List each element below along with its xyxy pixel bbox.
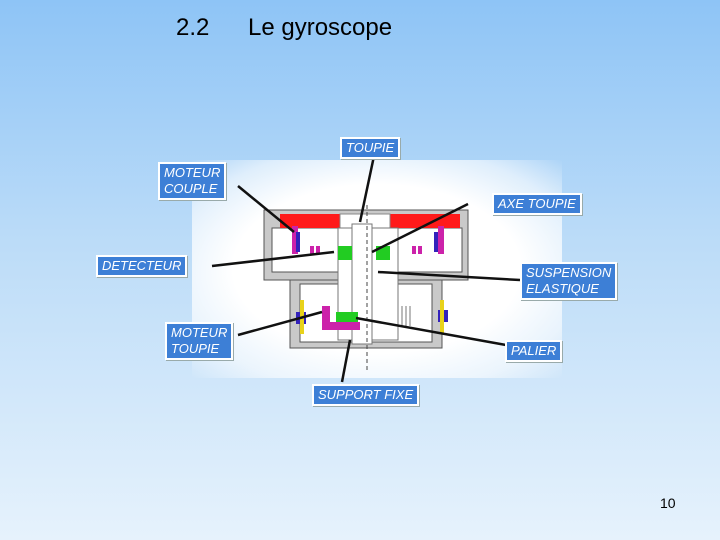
green-part-top-left: [338, 246, 352, 260]
magenta-motor-bottom: [322, 306, 360, 330]
magenta-motor-left: [292, 226, 298, 254]
blue-part-right: [434, 232, 438, 252]
label-moteur-toupie: MOTEUR TOUPIE: [165, 322, 234, 360]
label-suspension-elastique: SUSPENSION ELASTIQUE: [520, 262, 618, 300]
label-toupie: TOUPIE: [340, 137, 401, 159]
label-palier: PALIER: [505, 340, 563, 362]
label-support-fixe: SUPPORT FIXE: [312, 384, 420, 406]
pointer-arrows: [211, 155, 521, 383]
blue-part-left: [296, 232, 300, 252]
label-moteur-couple: MOTEUR COUPLE: [158, 162, 227, 200]
detector-pins: [310, 246, 422, 254]
label-axe-toupie: AXE TOUPIE: [492, 193, 582, 215]
yellow-part-right: [440, 300, 444, 334]
slide-title: Le gyroscope: [248, 14, 393, 41]
page-number: 10: [660, 495, 676, 511]
section-number: 2.2: [176, 14, 210, 41]
magenta-motor-right: [438, 226, 444, 254]
label-detecteur: DETECTEUR: [96, 255, 188, 277]
elastic-suspension: [397, 306, 411, 326]
